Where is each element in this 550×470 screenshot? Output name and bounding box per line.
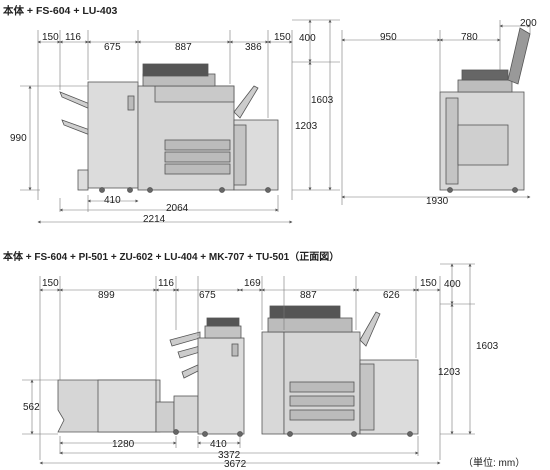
d1-dim-116: 116 [65,32,81,43]
d1-dim-2214: 2214 [143,214,166,225]
d2-dim-887: 887 [300,290,317,301]
d1-dim-150b: 150 [274,32,291,43]
d1-dim-400: 400 [299,33,316,44]
side-dim-780: 780 [461,32,478,43]
d2-dim-410: 410 [210,439,227,450]
side-dim-200: 200 [520,18,537,29]
d2-dim-3372: 3372 [218,450,241,461]
d1-dim-675: 675 [104,42,121,53]
d1-dim-990: 990 [10,133,27,144]
d2-dim-1203: 1203 [438,367,461,378]
d1-dim-2064: 2064 [166,203,189,214]
diagram1-title: 本体 + FS-604 + LU-403 [3,5,118,17]
d2-dim-169: 169 [244,278,261,289]
d2-dim-675: 675 [199,290,216,301]
d1-dim-386: 386 [245,42,262,53]
d1-dim-887: 887 [175,42,192,53]
d2-dim-1603: 1603 [476,341,499,352]
d2-dim-899: 899 [98,290,115,301]
d2-dim-116: 116 [158,278,174,289]
d2-dim-562: 562 [23,402,40,413]
d1-dim-150a: 150 [42,32,59,43]
d1-dim-1203: 1203 [295,121,318,132]
d2-dim-3672: 3672 [224,459,247,470]
d2-dim-150a: 150 [42,278,59,289]
side-dim-950: 950 [380,32,397,43]
d1-dim-410: 410 [104,195,121,206]
d2-dim-150b: 150 [420,278,437,289]
diagram1-machine [59,63,279,193]
diagram2-title: 本体 + FS-604 + PI-501 + ZU-602 + LU-404 +… [3,252,340,263]
d1-dim-1603: 1603 [311,95,334,106]
d2-dim-626: 626 [383,290,400,301]
diagram2-machine [57,305,419,437]
side-view-machine [439,27,531,193]
diagram1-dim-lines [20,19,340,224]
unit-label: （単位: mm） [463,458,526,469]
diagram2-dim-lines [22,263,475,465]
d2-dim-400: 400 [444,279,461,290]
side-view-dim-lines [341,20,531,205]
d2-dim-1280: 1280 [112,439,135,450]
side-dim-1930: 1930 [426,196,449,207]
